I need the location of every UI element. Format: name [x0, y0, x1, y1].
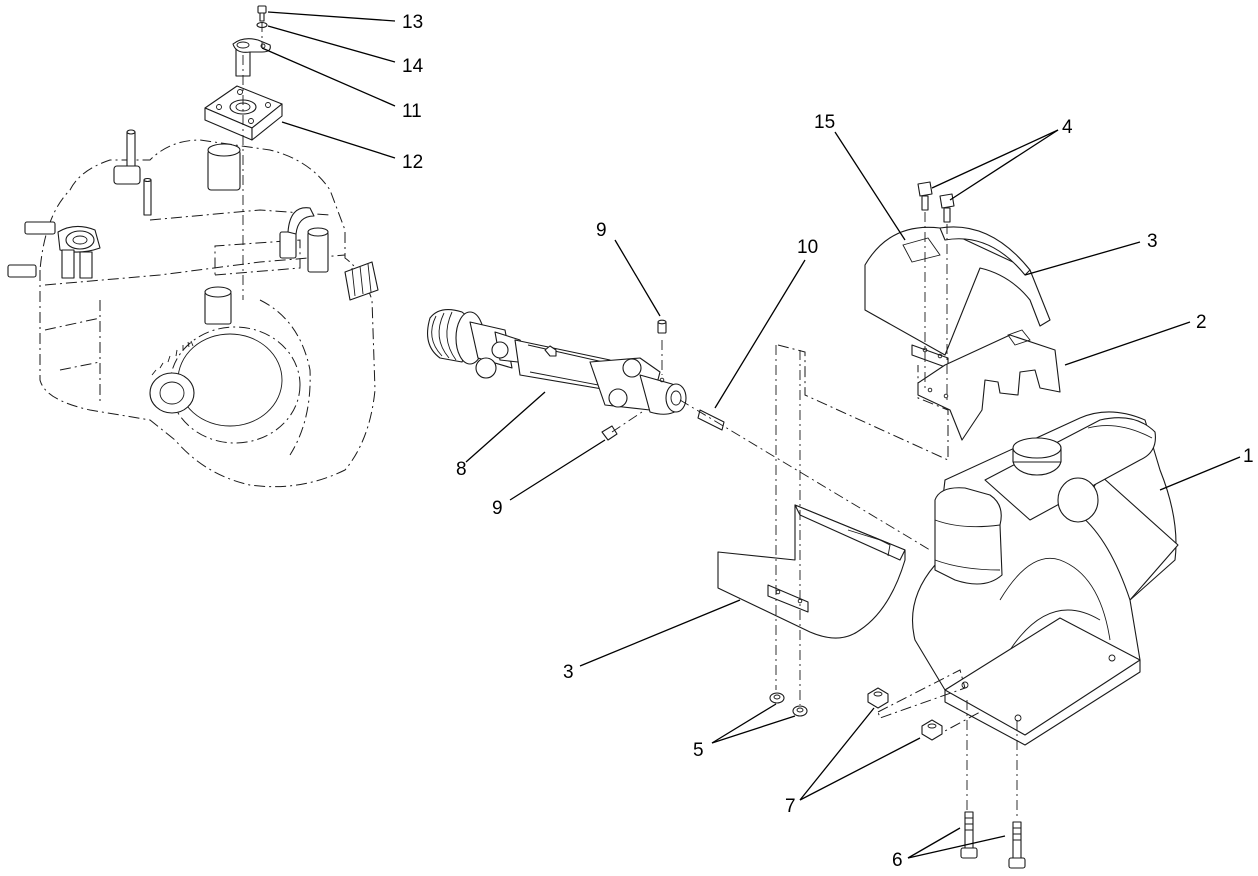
callout-11: 11 [402, 101, 422, 122]
callout-13: 13 [402, 12, 423, 33]
lever-arm-11 [232, 38, 271, 77]
callout-5: 5 [693, 740, 704, 761]
bolt-6-left [960, 811, 978, 859]
transmission-housing [7, 129, 379, 488]
callout-2: 2 [1196, 312, 1207, 333]
callout-15: 15 [814, 112, 835, 133]
callout-12: 12 [402, 152, 423, 173]
shield-upper-3 [864, 226, 1051, 369]
callout-9-upper: 9 [596, 220, 607, 241]
cover-plate-12 [204, 85, 283, 141]
nut-7-lower [921, 719, 943, 741]
callout-9-lower: 9 [492, 498, 503, 519]
callout-3-upper: 3 [1147, 231, 1158, 252]
bolt-4-right [939, 193, 955, 223]
callout-10: 10 [797, 237, 818, 258]
callout-7: 7 [785, 796, 796, 817]
bolt-4-left [917, 181, 933, 211]
pump-1 [912, 411, 1179, 746]
nut-7-upper [867, 687, 889, 709]
callout-4: 4 [1062, 117, 1073, 138]
callout-1: 1 [1243, 446, 1254, 467]
shield-lower-3 [717, 504, 906, 639]
bracket-2 [917, 329, 1061, 441]
callout-labels: 13 14 11 12 15 4 3 2 1 9 10 8 9 3 5 7 6 [402, 12, 1254, 871]
callout-6: 6 [892, 850, 903, 871]
nut-5-right [792, 705, 808, 717]
callout-3-lower: 3 [563, 662, 574, 683]
callout-8: 8 [456, 459, 467, 480]
nut-5-left [769, 692, 785, 704]
callout-14: 14 [402, 56, 424, 77]
bolt-6-right [1008, 821, 1026, 869]
set-screw-9-bottom [601, 425, 618, 441]
screw-13 [257, 5, 267, 22]
set-screw-9-top [657, 319, 667, 334]
leader-lines [261, 11, 1241, 859]
drive-shaft-8 [427, 309, 687, 415]
